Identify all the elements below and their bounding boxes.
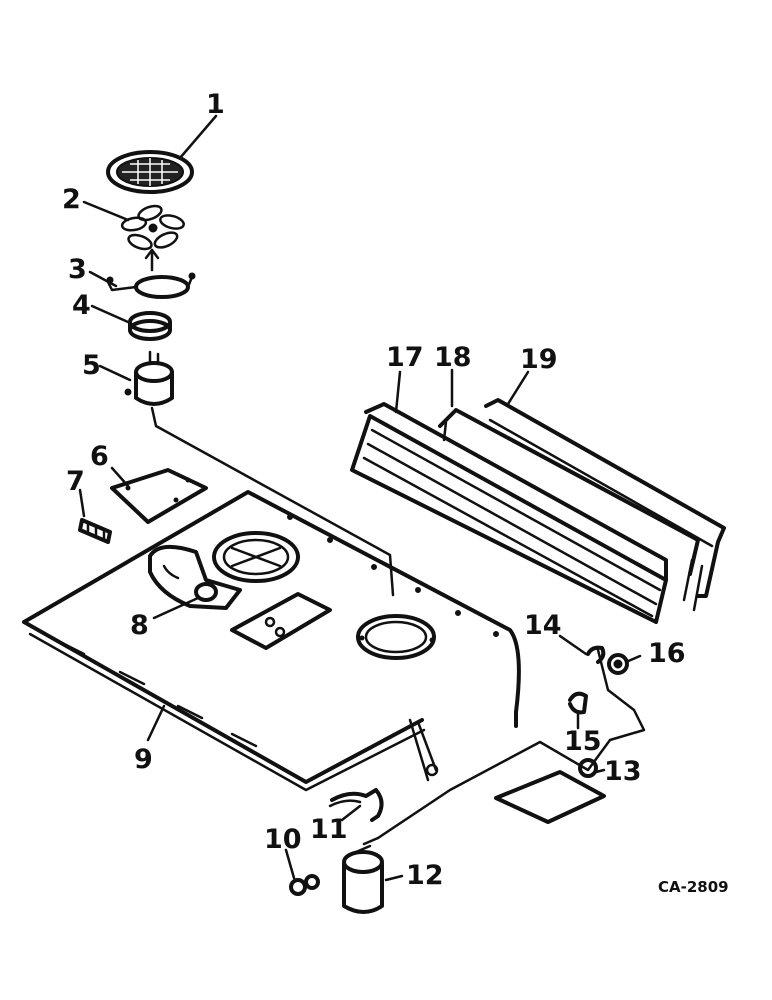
part-11-hose xyxy=(328,788,384,822)
callout-18: 18 xyxy=(434,342,472,373)
callout-14: 14 xyxy=(524,610,562,641)
part-10-nut xyxy=(289,874,320,896)
part-8-blower-housing xyxy=(148,544,242,610)
callout-9: 9 xyxy=(134,744,153,775)
part-19-support xyxy=(484,398,726,612)
refrigerant-line xyxy=(376,648,646,840)
leader-lines xyxy=(78,114,642,882)
part-17-condenser xyxy=(350,402,668,624)
drawing-code: CA-2809 xyxy=(658,878,729,896)
part-13-cover-plate xyxy=(494,758,606,824)
part-7-connector xyxy=(78,518,112,544)
callout-10: 10 xyxy=(264,824,302,855)
part-16-nut xyxy=(607,653,629,675)
part-9-base-pan xyxy=(22,490,521,792)
callout-7: 7 xyxy=(66,466,85,497)
part-1-grille xyxy=(106,150,194,194)
part-5-motor xyxy=(124,350,174,406)
callout-6: 6 xyxy=(90,441,109,472)
part-14-fitting xyxy=(586,645,606,664)
part-15-clamp xyxy=(568,691,588,715)
part-3-motor-bracket xyxy=(106,248,196,299)
part-2-fan-blade xyxy=(120,204,185,251)
callout-16: 16 xyxy=(648,638,686,669)
callout-1: 1 xyxy=(206,89,225,120)
callout-11: 11 xyxy=(310,814,348,845)
part-6-plate xyxy=(110,468,208,524)
callout-12: 12 xyxy=(406,860,444,891)
callout-2: 2 xyxy=(62,184,81,215)
part-18-bracket xyxy=(438,408,700,602)
part-4-ring xyxy=(128,311,172,341)
motor-wire xyxy=(150,406,395,597)
part-12-receiver-drier xyxy=(342,836,384,914)
callout-5: 5 xyxy=(82,350,101,381)
callout-17: 17 xyxy=(386,342,424,373)
callout-4: 4 xyxy=(72,290,91,321)
callout-19: 19 xyxy=(520,344,558,375)
callout-3: 3 xyxy=(68,254,87,285)
callout-labels: 1 2 3 4 5 6 7 8 9 10 11 12 13 14 15 16 1… xyxy=(62,89,729,896)
callout-15: 15 xyxy=(564,726,602,757)
callout-8: 8 xyxy=(130,610,149,641)
callout-13: 13 xyxy=(604,756,642,787)
